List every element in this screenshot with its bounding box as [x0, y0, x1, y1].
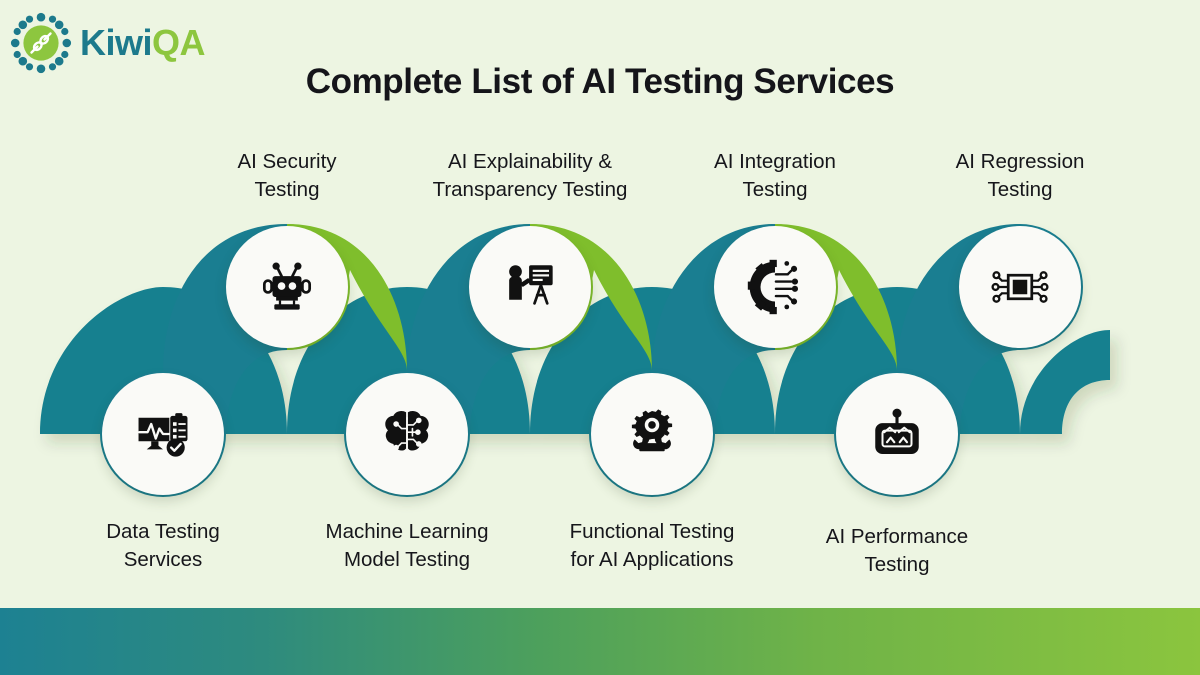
presenter-whiteboard-icon	[509, 265, 553, 305]
node-label-ai-explainability-transparency-testing: AI Explainability & Transparency Testing	[432, 150, 628, 202]
kiwiqa-atom-logo-icon	[10, 12, 72, 74]
footer-gradient-bar	[0, 608, 1200, 675]
brand-logo: KiwiQA	[10, 12, 206, 74]
robot-face-antenna-icon	[875, 408, 919, 454]
node-disc	[959, 226, 1081, 348]
brand-name: KiwiQA	[80, 22, 206, 63]
brand-name-qa: QA	[152, 22, 206, 63]
node-disc	[591, 373, 713, 495]
node-machine-learning-model-testing[interactable]	[346, 373, 468, 495]
node-disc	[346, 373, 468, 495]
node-label-ai-security-testing: AI Security Testing	[237, 150, 337, 202]
brand-name-kiwi: Kiwi	[80, 22, 153, 63]
node-label-ai-integration-testing: AI Integration Testing	[714, 150, 836, 202]
node-disc	[469, 226, 591, 348]
node-label-functional-testing-for-ai-applications: Functional Testing for AI Applications	[569, 520, 735, 572]
microchip-circuit-icon	[991, 271, 1049, 303]
page-title: Complete List of AI Testing Services	[305, 62, 895, 101]
node-label-ai-performance-testing: AI Performance Testing	[825, 525, 969, 577]
node-ai-integration-testing[interactable]	[714, 226, 836, 348]
node-data-testing-services[interactable]	[102, 373, 224, 495]
gear-wrench-icon	[631, 409, 673, 452]
node-functional-testing-for-ai-applications[interactable]	[591, 373, 713, 495]
half-gear-circuit-icon	[747, 259, 799, 315]
node-disc	[836, 373, 958, 495]
node-label-ai-regression-testing: AI Regression Testing	[955, 150, 1085, 202]
node-ai-performance-testing[interactable]	[836, 373, 958, 495]
node-disc	[102, 373, 224, 495]
node-ai-explainability-transparency-testing[interactable]	[469, 226, 591, 348]
ribbon-wave	[40, 287, 1110, 434]
node-ai-security-testing[interactable]	[226, 226, 348, 348]
brain-circuit-icon	[385, 410, 429, 452]
node-disc	[226, 226, 348, 348]
node-ai-regression-testing[interactable]	[959, 226, 1081, 348]
node-label-data-testing-services: Data Testing Services	[106, 520, 220, 572]
robot-head-antennae-icon	[262, 262, 312, 310]
monitor-pulse-clipboard-check-icon	[138, 413, 188, 457]
node-label-machine-learning-model-testing: Machine Learning Model Testing	[325, 520, 489, 572]
node-disc	[714, 226, 836, 348]
